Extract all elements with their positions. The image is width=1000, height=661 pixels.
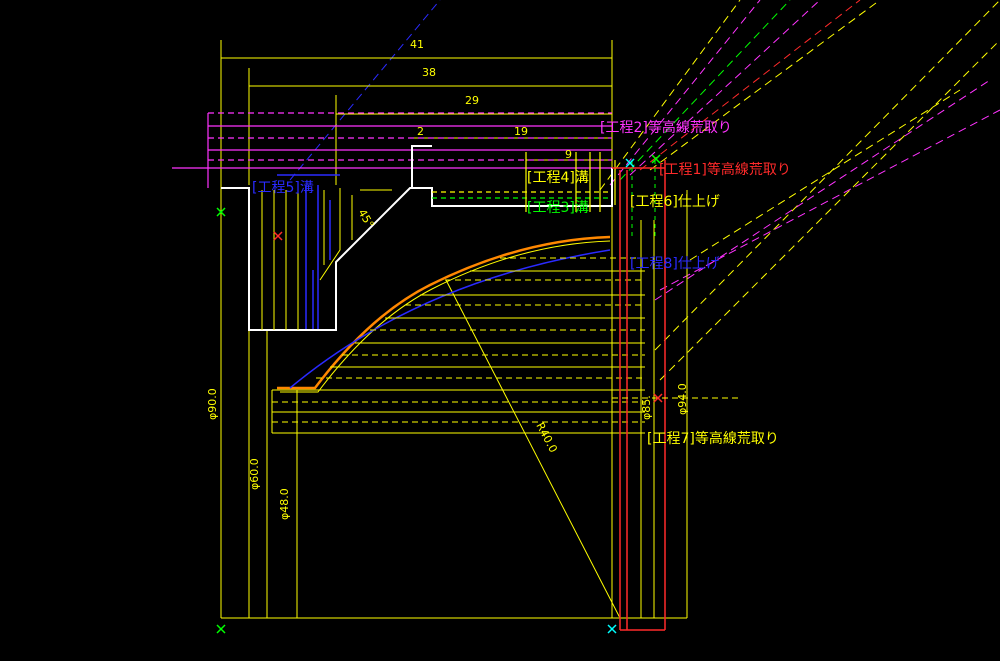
cross-marker-cyan-upper: [625, 158, 635, 168]
label-process-5: [工程5]溝: [252, 180, 314, 196]
blue-toolpath: [277, 174, 611, 389]
finish-contour-inner: [280, 240, 611, 393]
process16-region: [612, 160, 666, 631]
cross-marker-green-right: [651, 154, 661, 164]
cross-marker-red-groove: [273, 231, 283, 241]
dim-41: 41: [410, 38, 424, 51]
process3-lines: [631, 160, 656, 240]
label-process-1: [工程1]等高線荒取り: [659, 161, 791, 178]
process2-region: [172, 112, 612, 188]
finish-contour: [277, 235, 611, 390]
process5-hatch: [261, 188, 392, 330]
rough-layers: [271, 257, 645, 434]
label-process-8: [工程8]仕上げ: [630, 256, 720, 272]
label-process-2: [工程2]等高線荒取り: [600, 119, 732, 136]
dim-2: 2: [417, 125, 424, 138]
process-labels: [工程2]等高線荒取り [工程1]等高線荒取り [工程4]溝 [工程3]溝 [工…: [252, 119, 791, 447]
cross-marker-green-lower: [216, 624, 226, 634]
label-process-4: [工程4]溝: [527, 170, 589, 186]
dim-phi60: φ60.0: [248, 458, 261, 490]
origin-markers: [216, 154, 663, 634]
label-process-3: [工程3]溝: [527, 200, 589, 216]
dim-phi48: φ48.0: [278, 488, 291, 520]
construction-lines: [289, 0, 1000, 381]
part-outline: [221, 145, 613, 331]
dim-phi85: φ85.: [640, 395, 653, 420]
cross-marker-green-upper: [216, 207, 226, 217]
label-process-7: [工程7]等高線荒取り: [647, 430, 779, 447]
label-process-6: [工程6]仕上げ: [630, 194, 720, 210]
dim-29: 29: [465, 94, 479, 107]
cross-marker-red-right: [653, 393, 663, 403]
cross-marker-cyan-lower: [607, 624, 617, 634]
dim-phi94: φ94.0: [676, 383, 689, 415]
dim-19: 19: [514, 125, 528, 138]
dimension-lines: [220, 40, 688, 619]
dim-phi90: φ90.0: [206, 388, 219, 420]
dim-38: 38: [422, 66, 436, 79]
process34-region: [432, 152, 616, 212]
dim-9: 9: [565, 148, 572, 161]
